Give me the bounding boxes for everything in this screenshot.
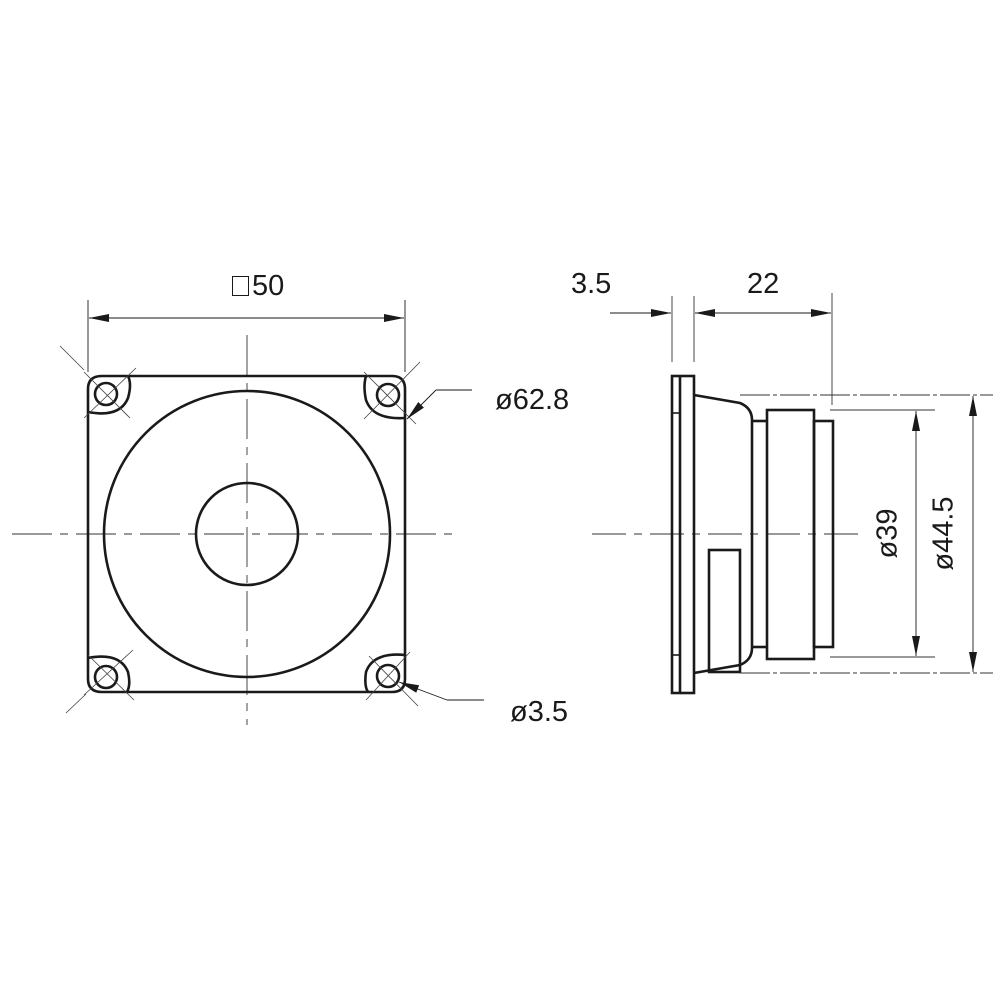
terminal-block	[707, 548, 742, 674]
frame-outline	[86, 374, 407, 694]
dust-cap-circle	[194, 481, 300, 587]
front-view	[12, 300, 484, 725]
cone-outer-circle	[102, 389, 392, 679]
leader-cone-diameter	[406, 389, 472, 420]
label-frame-width: 50	[232, 272, 284, 301]
label-magnet-diameter: ø39	[871, 508, 904, 559]
label-depth: 22	[747, 268, 780, 300]
mounting-boss-bl	[87, 655, 131, 693]
mounting-boss-tr	[363, 375, 406, 420]
mounting-boss-tl	[87, 375, 132, 415]
centerlines	[12, 335, 452, 725]
leader-hole-diameter	[398, 681, 484, 701]
square-symbol-icon	[232, 276, 249, 296]
hole-centerlines	[59, 345, 421, 714]
side-view	[592, 293, 993, 695]
label-hole-diameter: ø3.5	[510, 696, 569, 728]
magnet	[765, 408, 816, 661]
back-plate	[812, 419, 835, 649]
label-cone-diameter: ø62.8	[495, 384, 570, 416]
basket-outline	[693, 393, 754, 675]
extension-lines	[671, 293, 993, 674]
label-basket-diameter: ø44.5	[927, 496, 960, 571]
dim-frame-width	[87, 300, 406, 372]
label-flange-thickness: 3.5	[571, 268, 612, 300]
flange	[670, 374, 696, 695]
mounting-boss-br	[364, 653, 406, 693]
